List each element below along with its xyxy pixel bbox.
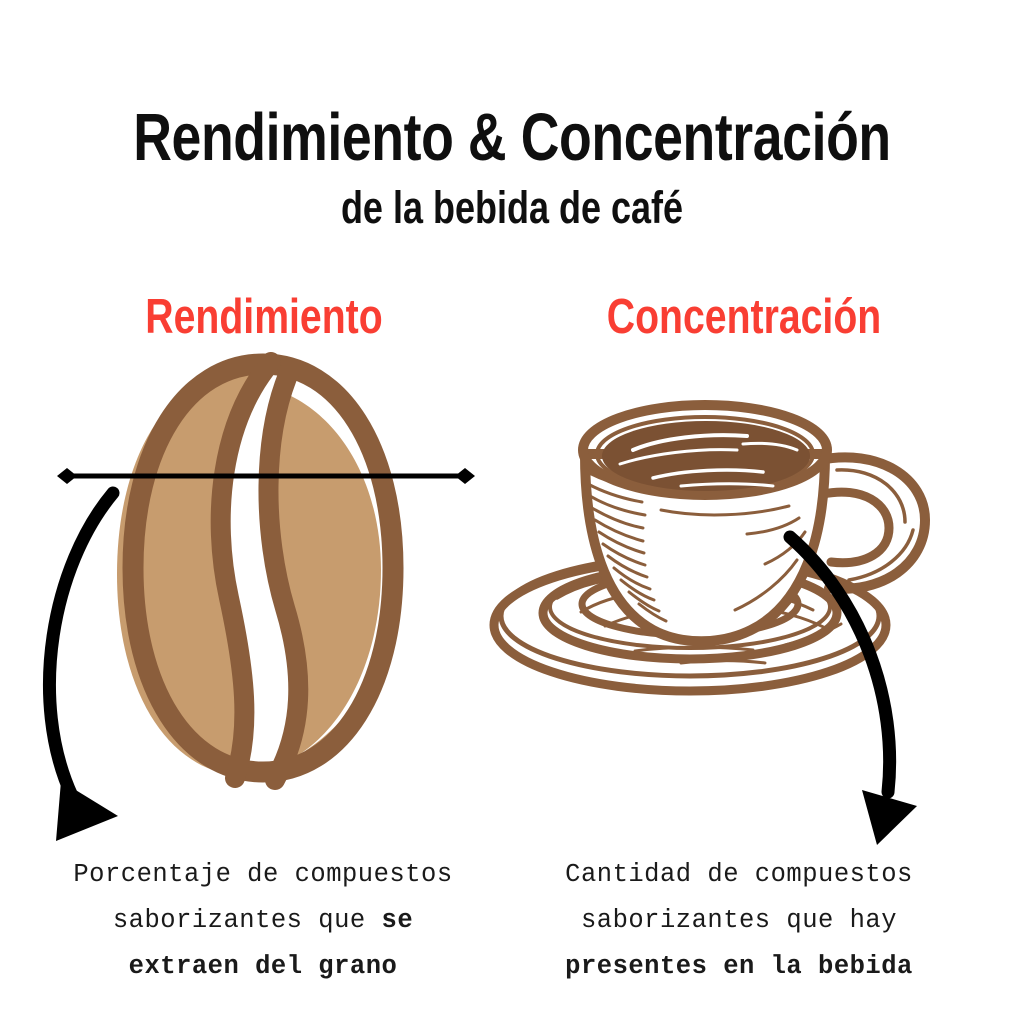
- caption-concentracion: Cantidad de compuestos saborizantes que …: [508, 852, 970, 990]
- coffee-cup-icon: [489, 400, 931, 696]
- measure-endpoint-left-diamond: [57, 468, 77, 484]
- bean-center-crease: [210, 352, 309, 790]
- caption-line: Porcentaje de compuestos: [73, 860, 453, 889]
- column-heading-concentracion: Concentración: [606, 290, 882, 344]
- bean-outline-ring: [122, 353, 404, 783]
- cup-handle: [814, 452, 931, 594]
- caption-line: saborizantes que se: [112, 906, 414, 935]
- caption-rendimiento: Porcentaje de compuestos saborizantes qu…: [26, 852, 500, 990]
- cup-rim: [578, 400, 832, 500]
- coffee-liquid: [602, 421, 810, 491]
- cup-shading-hatch: [585, 470, 668, 623]
- caption-line: Cantidad de compuestos: [565, 860, 913, 889]
- bean-illustration-container: [95, 352, 435, 792]
- cup-illustration-container: [485, 398, 935, 728]
- coffee-bean-icon: [117, 352, 404, 790]
- caption-line: presentes en la bebida: [565, 952, 913, 981]
- page-title: Rendimiento & Concentración: [133, 100, 891, 175]
- measure-endpoint-right-diamond: [455, 468, 475, 484]
- caption-line: extraen del grano: [128, 952, 398, 981]
- header-block: Rendimiento & Concentración de la bebida…: [0, 104, 1024, 230]
- caption-line: saborizantes que hay: [580, 906, 898, 935]
- column-heading-rendimiento: Rendimiento: [145, 290, 383, 344]
- arrowhead-right: [862, 790, 917, 845]
- page-subtitle: de la bebida de café: [340, 182, 684, 233]
